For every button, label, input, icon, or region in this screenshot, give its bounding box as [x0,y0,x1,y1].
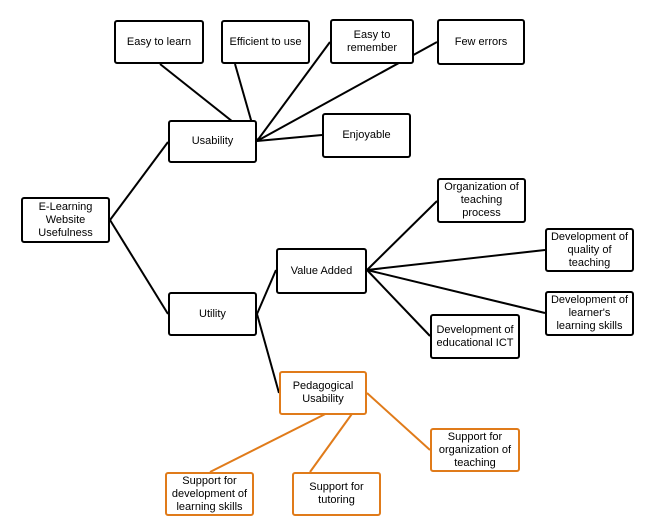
edge-value-dev-quality [366,249,546,271]
edge-usability-easy-remember [256,41,331,142]
edge-value-dev-ict [366,269,431,337]
node-enjoyable: Enjoyable [322,113,411,158]
node-development-of-educational-ict: Development of educational ICT [430,314,520,359]
edge-value-dev-learner [366,269,546,314]
node-development-of-quality-of-teaching: Development of quality of teaching [545,228,634,272]
node-support-for-organization-of-teaching: Support for organization of teaching [430,428,520,472]
node-easy-to-learn: Easy to learn [114,20,204,64]
node-few-errors: Few errors [437,19,525,65]
edge-root-usability [109,141,169,221]
node-easy-to-remember: Easy to remember [330,19,414,64]
node-development-of-learners-learning-skills: Development of learner's learning skills [545,291,634,336]
edge-root-utility [109,219,169,315]
node-utility: Utility [168,292,257,336]
node-value-added: Value Added [276,248,367,294]
node-elearning-website-usefulness: E-Learning Website Usefulness [21,197,110,243]
edge-value-org-teaching [366,200,438,271]
edge-utility-value-added [256,269,277,315]
node-organization-of-teaching-process: Organization of teaching process [437,178,526,223]
node-efficient-to-use: Efficient to use [221,20,310,64]
edge-pedagogical-support-org [366,392,431,451]
edge-usability-enjoyable [256,134,323,142]
edge-utility-pedagogical [256,313,280,394]
node-support-for-tutoring: Support for tutoring [292,472,381,516]
node-pedagogical-usability: Pedagogical Usability [279,371,367,415]
node-support-for-development-of-learning-skills: Support for development of learning skil… [165,472,254,516]
node-usability: Usability [168,120,257,163]
